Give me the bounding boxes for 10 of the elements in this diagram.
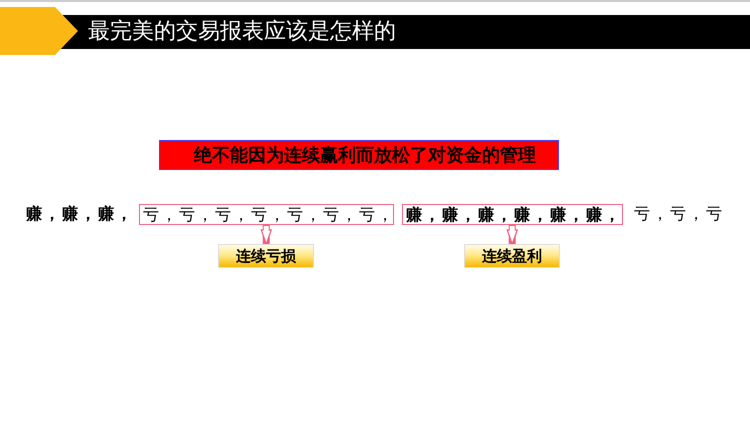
sequence-text: 亏，亏，亏 <box>634 204 724 225</box>
down-arrow <box>260 225 272 245</box>
sequence-group-box: 亏，亏，亏，亏，亏，亏，亏， <box>139 204 394 225</box>
title: 最完美的交易报表应该是怎样的 <box>88 18 396 46</box>
warning-banner: 绝不能因为连续赢利而放松了对资金的管理 <box>159 140 559 170</box>
summary-tag: 连续亏损 <box>218 244 314 268</box>
sequence-group-box: 赚，赚，赚，赚，赚，赚， <box>402 204 623 225</box>
down-arrow <box>506 225 518 245</box>
summary-tag: 连续盈利 <box>464 244 560 268</box>
sequence-text: 赚，赚，赚， <box>26 204 134 225</box>
